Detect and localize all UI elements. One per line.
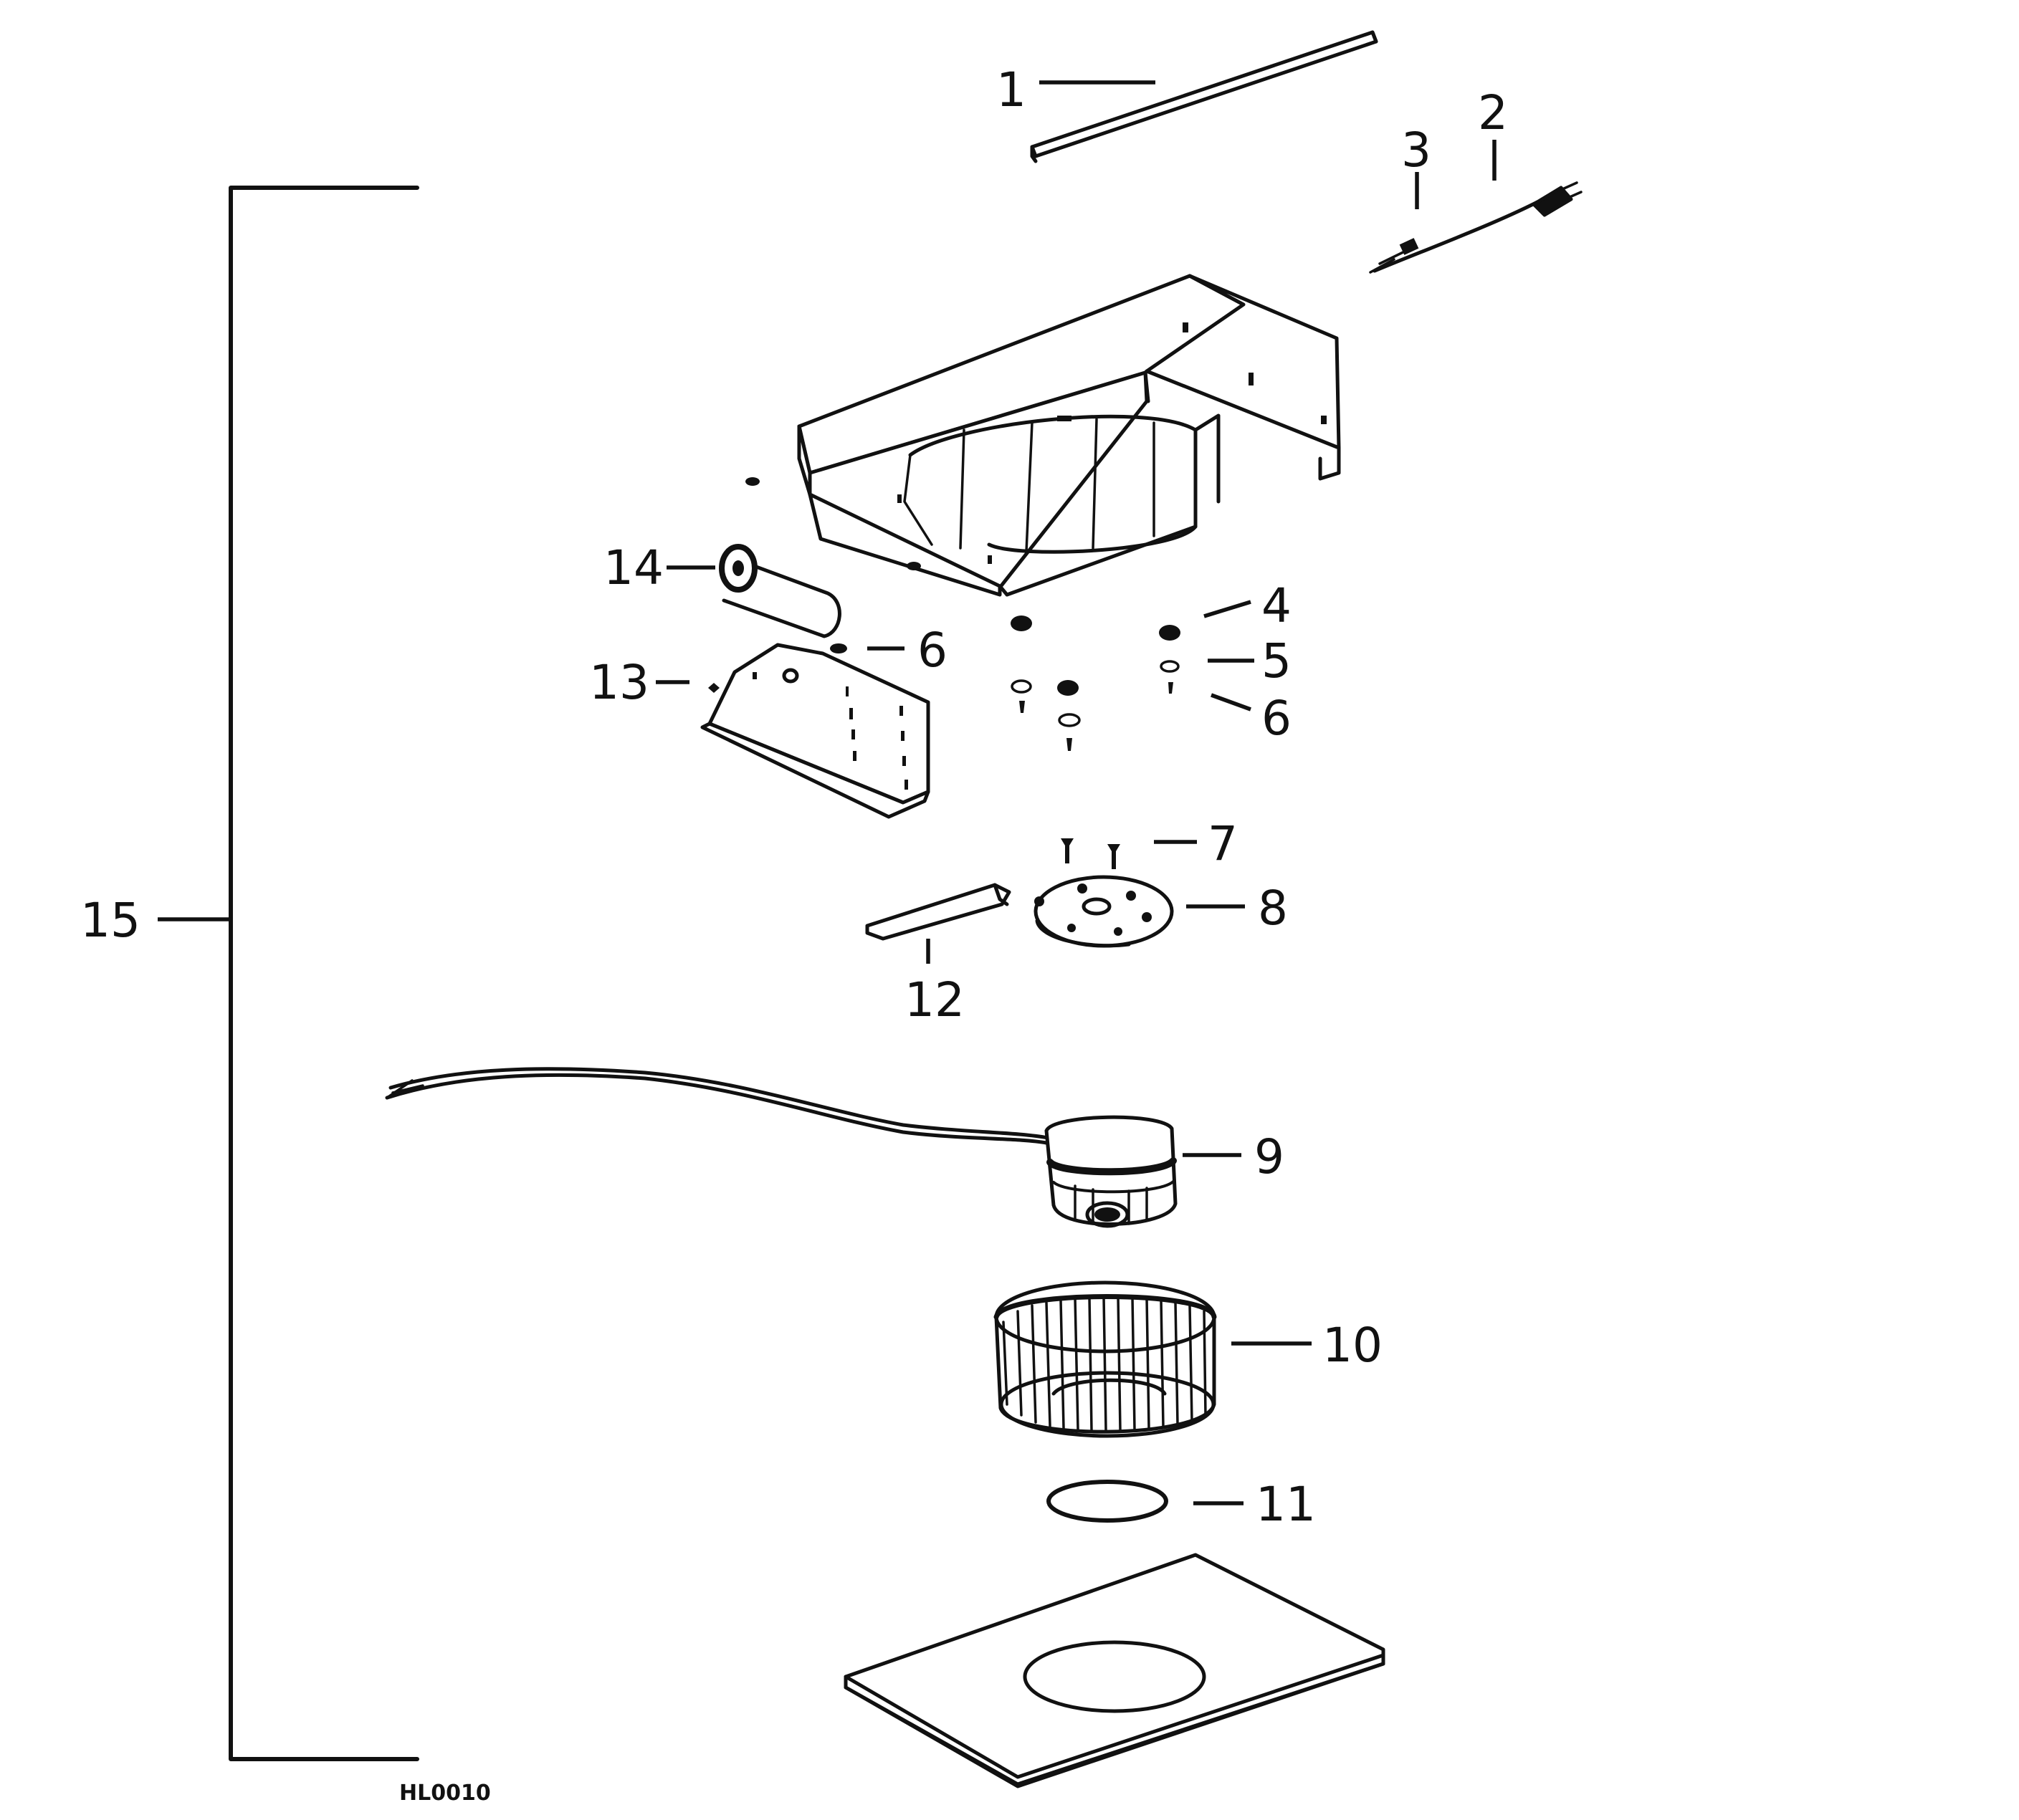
part-14-capacitor	[667, 544, 841, 638]
part-10-blower-wheel	[993, 1280, 1312, 1438]
assembly-bracket	[158, 186, 419, 1761]
bottom-panel	[844, 1553, 1385, 1788]
part-8-motor-plate	[1034, 875, 1245, 948]
callout-1: 1	[996, 62, 1026, 118]
part-13-bracket	[656, 643, 930, 819]
part-2-power-cord	[1369, 140, 1583, 274]
part-11-ring	[1046, 1480, 1244, 1523]
callout-2: 2	[1478, 85, 1508, 140]
callout-11: 11	[1256, 1477, 1316, 1532]
callout-7: 7	[1208, 816, 1238, 871]
callout-15: 15	[80, 893, 140, 948]
callout-6a: 6	[917, 623, 948, 678]
part-12-strap	[865, 883, 1011, 964]
callout-9: 9	[1254, 1129, 1284, 1184]
part-7-screws	[1061, 838, 1197, 869]
callout-6b: 6	[1261, 691, 1292, 746]
callout-14: 14	[603, 540, 664, 595]
callout-5: 5	[1261, 633, 1292, 689]
main-housing	[745, 274, 1341, 597]
callout-10: 10	[1322, 1318, 1383, 1373]
callout-13: 13	[589, 655, 649, 710]
hardware-fasteners	[830, 600, 1254, 751]
part-9-motor	[385, 1067, 1241, 1228]
callout-12: 12	[905, 972, 965, 1028]
callout-4: 4	[1261, 578, 1292, 633]
callout-labels: 1 2 3 4 5 6 6 7 8 9 10 11 12 13 14 15 HL…	[80, 62, 1508, 1806]
callout-8: 8	[1258, 881, 1288, 936]
part-1-strip	[1030, 30, 1378, 163]
drawing-code: HL0010	[399, 1781, 491, 1806]
callout-3: 3	[1401, 123, 1431, 178]
